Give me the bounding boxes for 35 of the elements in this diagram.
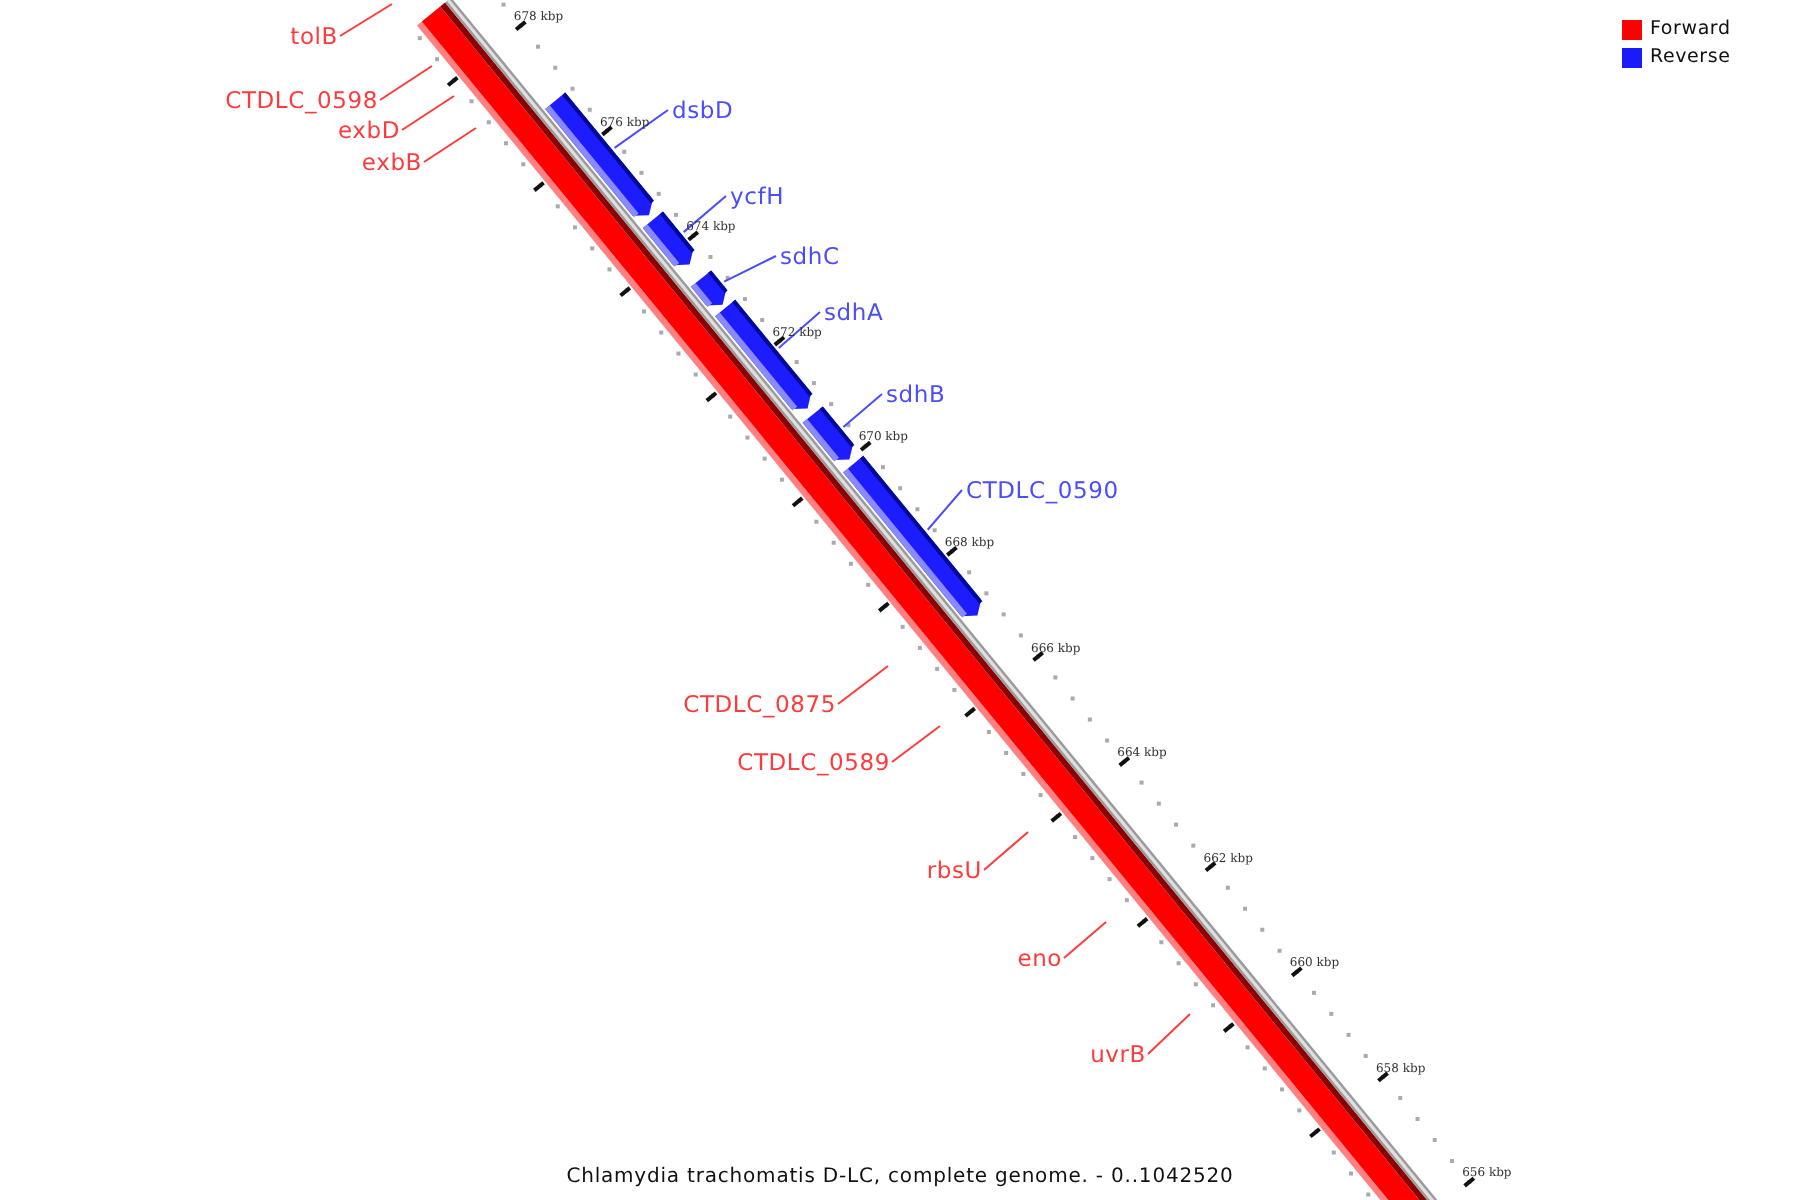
gene-label: CTDLC_0589	[737, 748, 890, 776]
gene-label: sdhB	[886, 380, 946, 408]
gene-label: CTDLC_0590	[966, 476, 1119, 504]
leader-line	[682, 195, 727, 234]
leader-line	[891, 725, 941, 763]
gene-label: eno	[1017, 944, 1062, 972]
caption: Chlamydia trachomatis D-LC, complete genome. - 0..1042520	[566, 1166, 1234, 1188]
gene-label: ycfH	[730, 182, 785, 210]
gene-block	[691, 270, 728, 307]
gene-label: sdhC	[780, 242, 840, 270]
leader-line	[401, 95, 455, 131]
gene-label: rbsU	[926, 856, 982, 884]
gene-label: CTDLC_0598	[225, 86, 378, 114]
leader-line	[723, 255, 777, 283]
leader-line	[842, 393, 883, 428]
gene-label: dsbD	[672, 96, 734, 124]
leader-line	[1063, 921, 1107, 959]
gene-label: exbB	[361, 148, 422, 176]
gene-label: CTDLC_0875	[683, 690, 836, 718]
legend-label: Reverse	[1650, 46, 1731, 68]
leader-line	[926, 489, 963, 531]
leader-line	[1147, 1013, 1191, 1055]
gene-block	[802, 406, 855, 462]
gene-label: exbD	[337, 116, 400, 144]
leader-line	[983, 831, 1029, 871]
leader-line	[777, 311, 821, 350]
legend-label: Forward	[1650, 18, 1731, 40]
gene-label: uvrB	[1090, 1040, 1146, 1068]
leader-line	[379, 65, 433, 101]
leader-line	[423, 127, 477, 163]
gene-block	[545, 92, 654, 218]
leader-line	[837, 665, 889, 705]
leader-line	[339, 3, 393, 37]
gene-label: sdhA	[824, 298, 884, 326]
gene-label: tolB	[290, 22, 338, 50]
